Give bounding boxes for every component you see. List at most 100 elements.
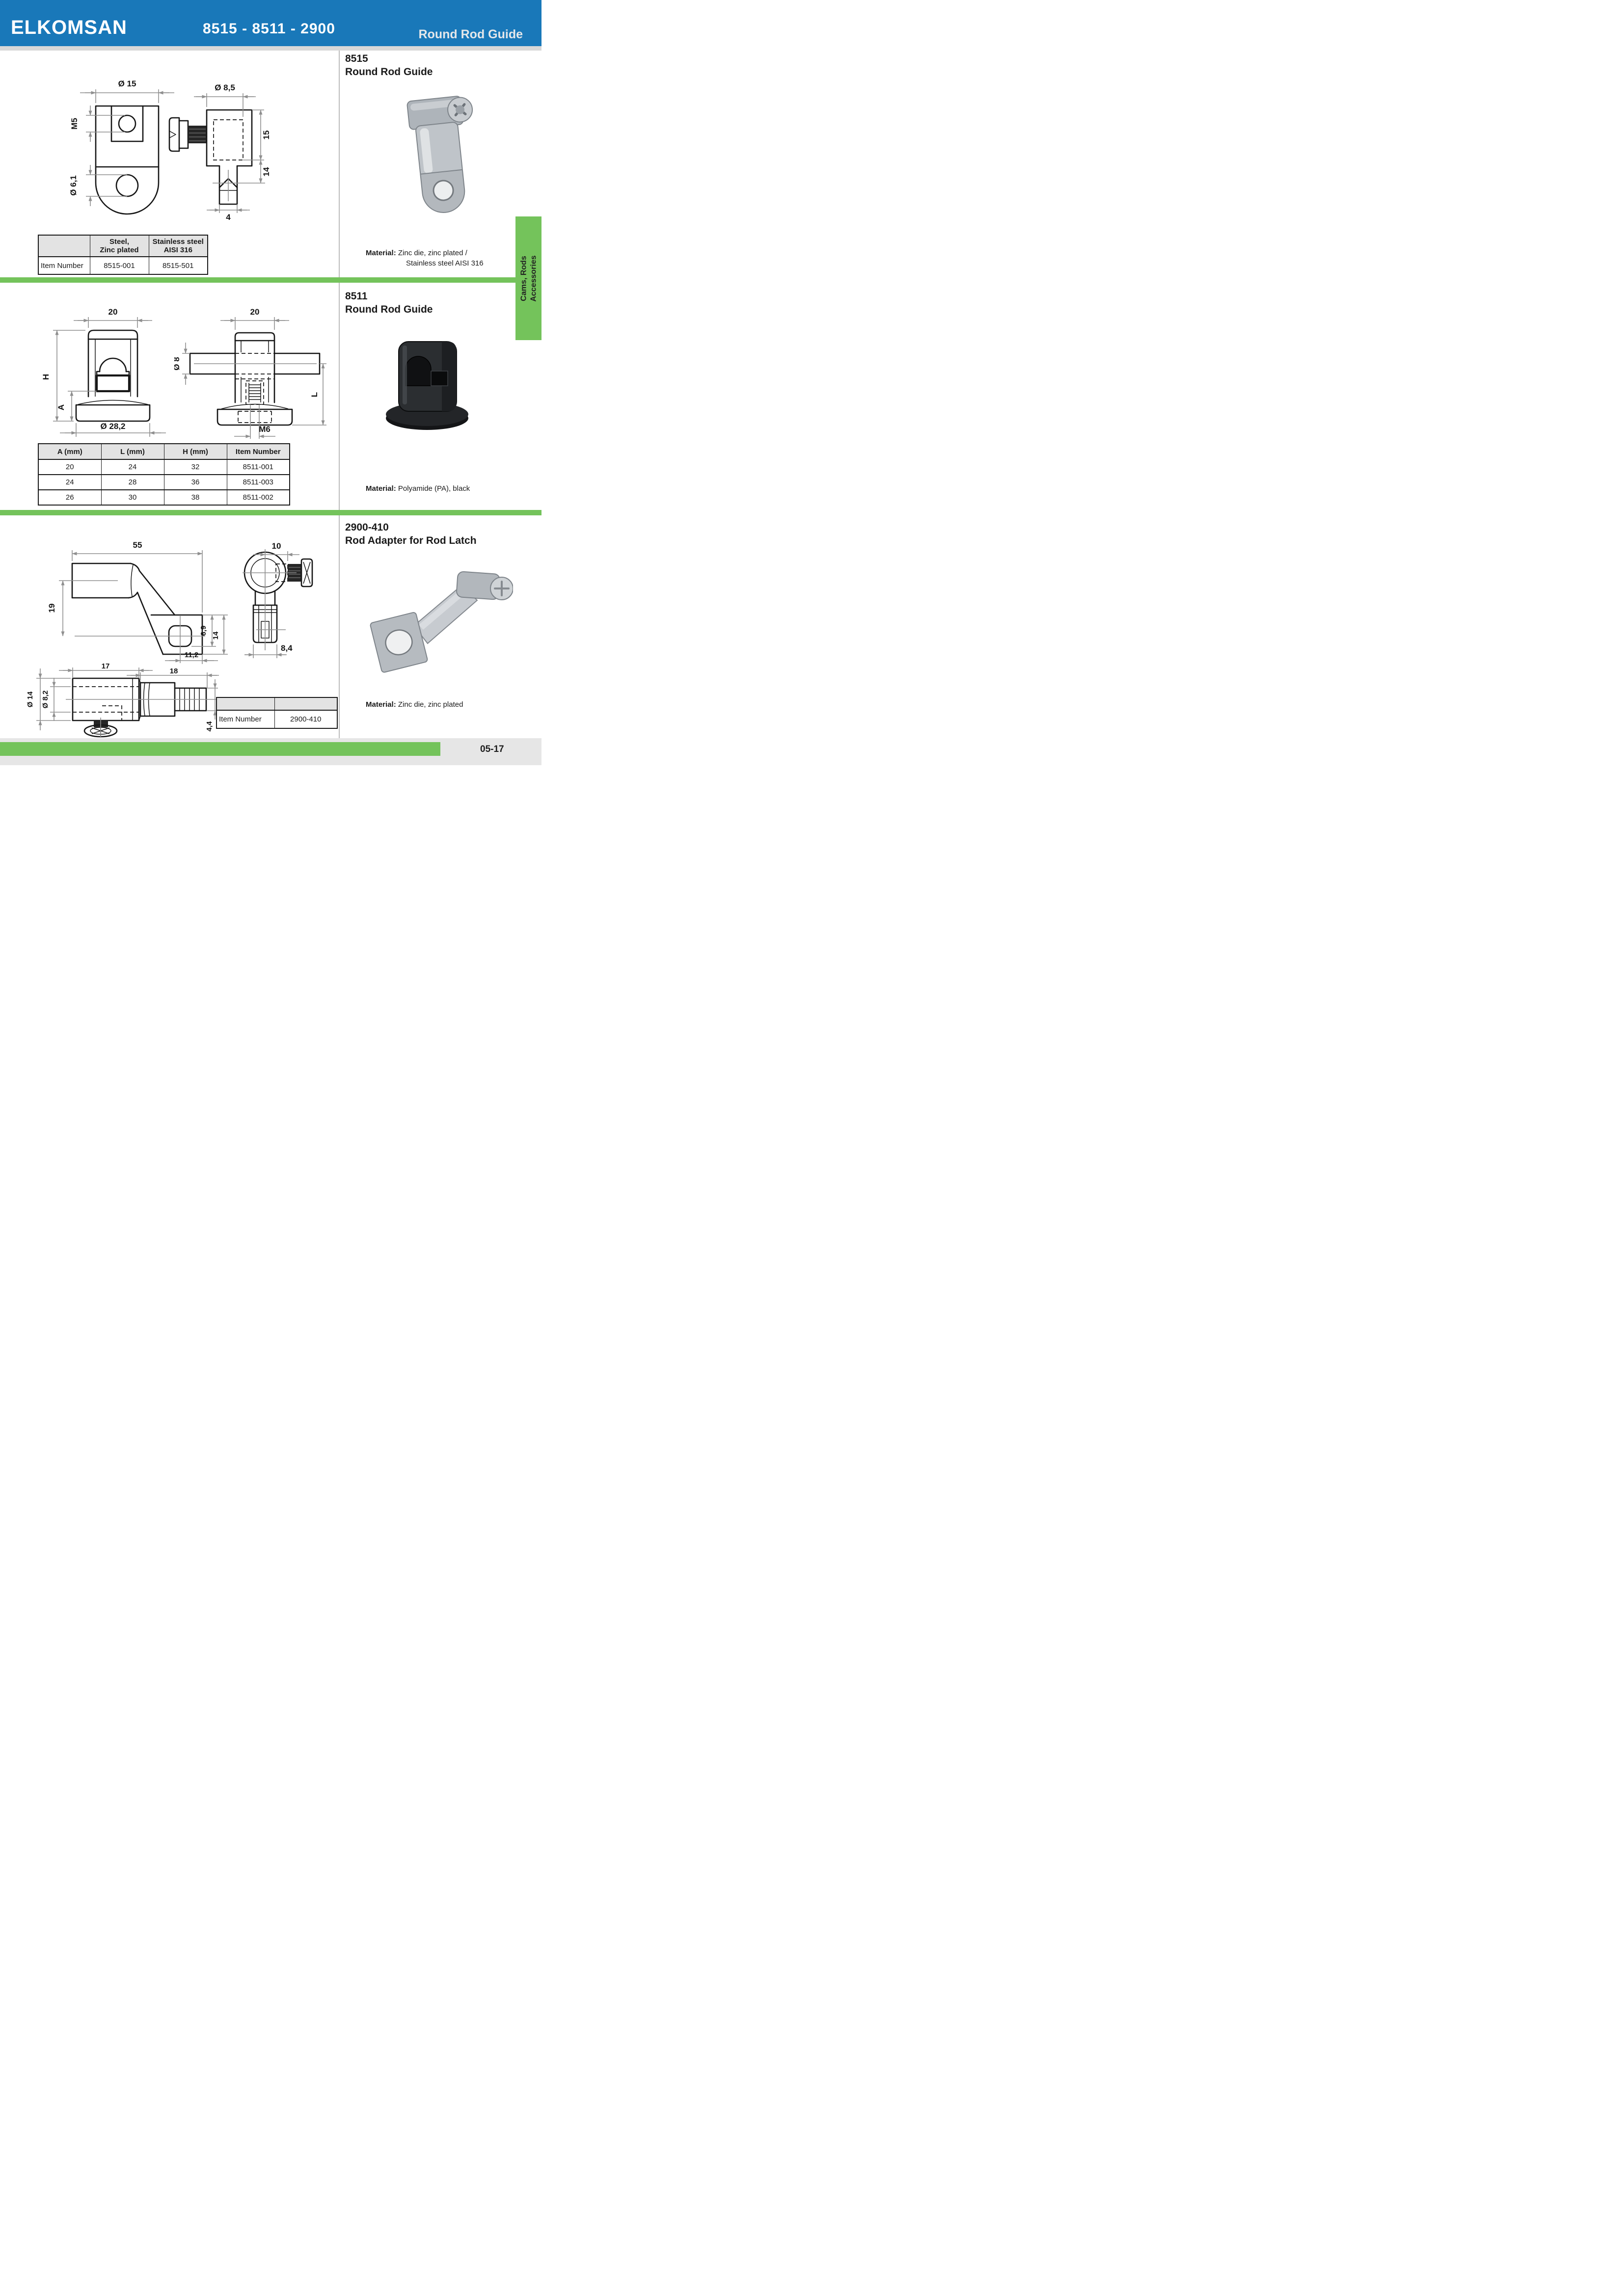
dim-17: 17 <box>102 663 110 670</box>
dim-15: 15 <box>262 131 271 140</box>
drawing-8515-front-view: Ø 15 M5 Ø 6,1 <box>69 79 174 215</box>
dim-84: 8,4 <box>281 643 293 653</box>
cell: 8511-002 <box>226 489 290 506</box>
product-photo-8511 <box>386 341 468 430</box>
dim-20: 20 <box>250 308 260 317</box>
col-H: H (mm) <box>163 443 227 460</box>
drawing-2900-main-view: 55 19 6,9 14 11,2 <box>47 541 228 664</box>
sidebar-tab-cams-rods: Cams, Rods Accessories <box>515 216 541 340</box>
item-number-label: Item Number <box>216 710 275 729</box>
dim-55: 55 <box>133 541 142 550</box>
table-row: 26 30 38 8511-002 <box>38 489 290 506</box>
item-number-stainless: 8515-501 <box>148 256 208 275</box>
table-8515: Steel, Zinc plated Stainless steel AISI … <box>38 235 208 275</box>
cell: 30 <box>101 489 164 506</box>
table-2900-header-empty2 <box>274 697 338 711</box>
part-outline <box>95 105 160 215</box>
drawing-2900-side-view: 10 8,4 <box>243 541 313 658</box>
dim-44: 4,4 <box>205 721 214 732</box>
col-L: L (mm) <box>101 443 164 460</box>
product-name-8511: Round Rod Guide <box>345 304 433 315</box>
product-title-8515: 8515 Round Rod Guide <box>345 52 433 79</box>
product-name-8515: Round Rod Guide <box>345 66 433 78</box>
dim-4: 4 <box>226 213 231 221</box>
cell: 24 <box>38 474 102 490</box>
dimension-lines: Ø 15 M5 Ø 6,1 <box>69 79 174 206</box>
dim-20: 20 <box>108 308 118 317</box>
header-steel-line2: Zinc plated <box>100 246 139 254</box>
material-2900-line1: Material: Zinc die, zinc plated <box>366 699 463 710</box>
cell: 24 <box>101 459 164 475</box>
sidebar-tab-line1: Cams, Rods <box>519 255 528 301</box>
cell: 28 <box>101 474 164 490</box>
table-8515-data-row: Item Number 8515-001 8515-501 <box>38 256 208 275</box>
dim-dia15: Ø 15 <box>118 79 136 88</box>
col-A: A (mm) <box>38 443 102 460</box>
table-2900-header-row <box>216 697 338 711</box>
table-8515-header-empty <box>38 235 90 257</box>
dimension-lines: 20 H A Ø 28,2 <box>41 308 166 437</box>
drawing-8511-side-view: 20 Ø 8 L M6 <box>174 308 326 439</box>
dim-dia82: Ø 8,2 <box>41 691 50 709</box>
drawing-8515-side-view: Ø 8,5 15 14 4 <box>168 83 271 221</box>
dim-19: 19 <box>47 604 56 613</box>
dim-dia85: Ø 8,5 <box>215 83 235 92</box>
drawing-2900-bottom-view: 17 18 Ø 14 Ø 8,2 4,4 <box>26 663 219 738</box>
dimension-lines: 17 18 Ø 14 Ø 8,2 4,4 <box>26 663 219 731</box>
dim-69: 6,9 <box>199 626 208 636</box>
cell: 26 <box>38 489 102 506</box>
header-item-codes: 8515 - 8511 - 2900 <box>203 21 335 37</box>
page-header: ELKOMSAN 8515 - 8511 - 2900 Round Rod Gu… <box>0 0 541 46</box>
material-2900-value1: Zinc die, zinc plated <box>398 700 463 709</box>
material-8511: Material: Polyamide (PA), black <box>366 483 470 494</box>
product-photo-8515 <box>406 96 473 213</box>
section-divider-1 <box>0 277 541 283</box>
catalog-page: ELKOMSAN 8515 - 8511 - 2900 Round Rod Gu… <box>0 0 541 765</box>
product-title-8511: 8511 Round Rod Guide <box>345 290 433 316</box>
table-8511-header-row: A (mm) L (mm) H (mm) Item Number <box>38 443 290 460</box>
material-8515-value1: Zinc die, zinc plated / <box>398 249 467 257</box>
dimension-lines: 55 19 6,9 14 11,2 <box>47 541 228 664</box>
product-title-2900: 2900-410 Rod Adapter for Rod Latch <box>345 521 477 547</box>
dim-dia61: Ø 6,1 <box>69 175 78 196</box>
dimension-lines: 10 8,4 <box>244 541 299 658</box>
product-code-2900: 2900-410 <box>345 522 389 533</box>
product-code-8515: 8515 <box>345 53 368 64</box>
header-stainless-line1: Stainless steel <box>152 238 204 246</box>
part-outline <box>189 332 321 426</box>
cell: 36 <box>163 474 227 490</box>
dim-18: 18 <box>170 667 178 675</box>
material-label: Material: <box>366 484 396 493</box>
material-8515: Material: Zinc die, zinc plated / Stainl… <box>366 248 484 268</box>
material-8515-line1: Material: Zinc die, zinc plated / <box>366 248 484 258</box>
cell: 8511-003 <box>226 474 290 490</box>
table-8515-header-stainless: Stainless steel AISI 316 <box>148 235 208 257</box>
product-code-8511: 8511 <box>345 291 368 302</box>
table-2900-data-row: Item Number 2900-410 <box>216 710 338 729</box>
table-2900: Item Number 2900-410 <box>216 697 338 729</box>
dim-112: 11,2 <box>185 651 198 659</box>
dim-dia14: Ø 14 <box>26 691 34 707</box>
part-outline <box>243 549 313 650</box>
dim-dia8: Ø 8 <box>174 357 181 370</box>
header-steel-line1: Steel, <box>109 238 130 246</box>
product-photo-2900 <box>370 571 513 673</box>
footer-green-bar <box>0 742 440 756</box>
page-number: 05-17 <box>480 744 504 754</box>
col-item: Item Number <box>226 443 290 460</box>
table-row: 20 24 32 8511-001 <box>38 459 290 475</box>
table-8511: A (mm) L (mm) H (mm) Item Number 20 24 3… <box>38 443 290 506</box>
cell: 8511-001 <box>226 459 290 475</box>
table-8515-header-row: Steel, Zinc plated Stainless steel AISI … <box>38 235 208 257</box>
sidebar-tab-label: Cams, Rods Accessories <box>515 216 541 340</box>
material-8511-value1: Polyamide (PA), black <box>398 484 470 493</box>
dim-14: 14 <box>262 167 271 176</box>
part-outline <box>59 562 205 663</box>
dimension-lines: Ø 8,5 15 14 4 <box>194 83 271 221</box>
section-divider-2 <box>0 510 541 515</box>
photo-2900-part <box>370 571 513 673</box>
cell: 32 <box>163 459 227 475</box>
photo-8515-part <box>406 96 473 213</box>
header-page-title: Round Rod Guide <box>418 27 523 41</box>
item-number-value: 2900-410 <box>274 710 338 729</box>
